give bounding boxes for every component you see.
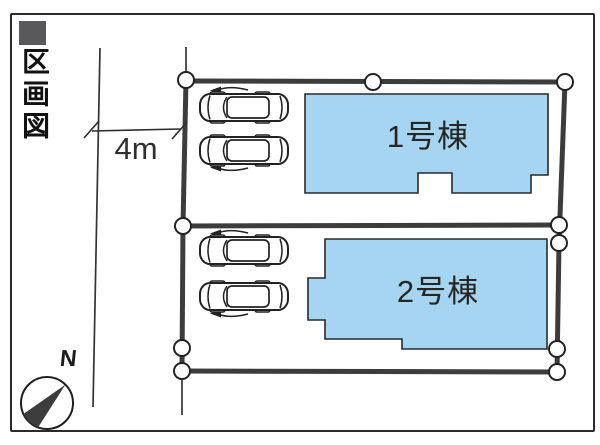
road-width-dimension [83, 120, 188, 140]
boundary-marker-icon [550, 234, 568, 252]
car-icon [199, 85, 289, 124]
lot-boundary-middle [180, 222, 562, 229]
building-2-footprint [307, 238, 548, 350]
title-square-icon [19, 21, 46, 45]
building-1-label: 1号棟 [386, 119, 470, 154]
boundary-marker-icon [364, 73, 382, 91]
boundary-marker-icon [548, 363, 566, 381]
boundary-marker-icon [556, 73, 574, 91]
boundary-marker-icon [173, 339, 191, 357]
boundary-marker-icon [548, 340, 566, 358]
road-edge-line [92, 47, 101, 408]
page-title: 区画図 [19, 47, 50, 143]
boundary-marker-icon [173, 362, 191, 380]
building-2-label: 2号棟 [396, 274, 480, 309]
boundary-marker-icon [550, 216, 568, 234]
road-width-label: 4m [114, 131, 158, 166]
boundary-marker-icon [177, 71, 195, 89]
dimension-line [91, 128, 181, 132]
car-icon [199, 228, 289, 267]
compass-north-icon [20, 376, 74, 430]
dimension-tick-left [83, 120, 100, 139]
building-1-footprint [304, 93, 549, 194]
lot-boundary-bottom [179, 368, 560, 375]
dimension-tick-right [171, 121, 188, 140]
boundary-marker-icon [174, 217, 192, 235]
car-icon [199, 134, 289, 173]
car-icon [199, 280, 289, 319]
compass-north-label: N [58, 345, 79, 371]
